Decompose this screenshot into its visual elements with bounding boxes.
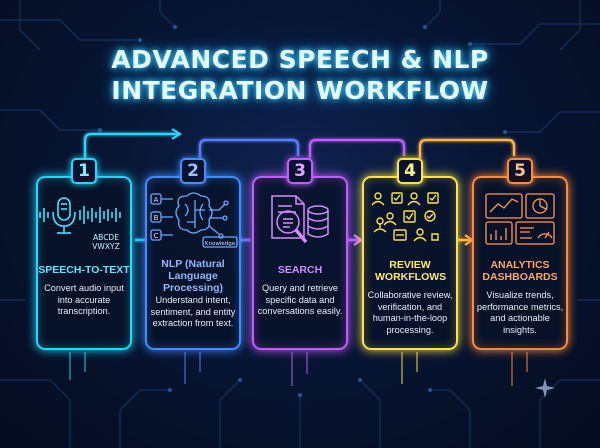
step-description: Collaborative review, verification, and … xyxy=(367,290,453,335)
sparkle-icon xyxy=(535,378,555,398)
title-line-1: ADVANCED SPEECH & NLP xyxy=(111,45,489,74)
step-title: REVIEW WORKFLOWS xyxy=(375,259,447,283)
icon-text-line-2: VWXYZ xyxy=(92,242,119,251)
step-card-search xyxy=(252,176,348,350)
step-title: SEARCH xyxy=(277,264,323,276)
icon-text-line-1: ABCDE xyxy=(93,233,119,242)
step-description: Query and retrieve specific data and con… xyxy=(257,283,343,316)
step-card-analytics xyxy=(472,176,568,350)
search-database-icon xyxy=(271,195,329,244)
step-card-review xyxy=(362,176,458,350)
step-description: Visualize trends, performance metrics, a… xyxy=(476,290,564,335)
icon-knowledge-tag: Knowledge xyxy=(205,241,236,247)
step-number-badge: 4 xyxy=(397,158,423,184)
step-description: Convert audio input into accurate transc… xyxy=(44,283,124,316)
dashboard-charts-icon xyxy=(485,193,555,245)
review-people-icon xyxy=(371,192,439,242)
step-number-badge: 1 xyxy=(71,158,97,184)
page-title: ADVANCED SPEECH & NLP INTEGRATION WORKFL… xyxy=(0,44,600,106)
title-line-2: INTEGRATION WORKFLOW xyxy=(111,76,489,105)
icon-label-b: B xyxy=(154,214,159,222)
step-number-badge: 3 xyxy=(287,158,313,184)
step-title: SPEECH-TO-TEXT xyxy=(38,264,130,276)
step-title: ANALYTICS DASHBOARDS xyxy=(482,259,558,283)
step-card-speech-to-text xyxy=(36,176,132,350)
step-title: NLP (Natural Language Processing) xyxy=(161,258,225,294)
brain-network-icon: A B C Knowledge xyxy=(150,192,238,248)
step-number-badge: 5 xyxy=(507,158,533,184)
step-number-badge: 2 xyxy=(180,158,206,184)
icon-label-a: A xyxy=(154,196,159,204)
icon-label-c: C xyxy=(154,232,159,240)
microphone-waveform-icon: ABCDE VWXYZ xyxy=(39,197,121,251)
step-description: Understand intent, sentiment, and entity… xyxy=(150,295,236,328)
